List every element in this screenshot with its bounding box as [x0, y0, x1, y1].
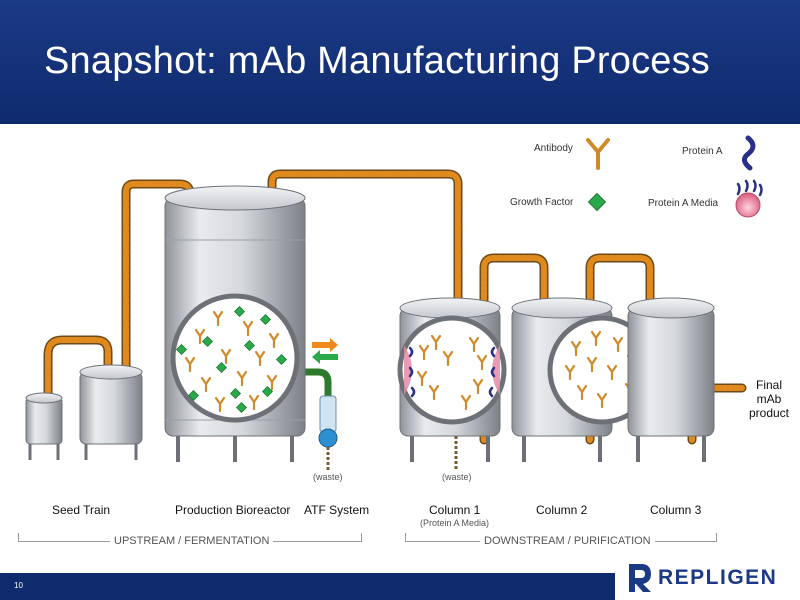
- pipe-atf: [296, 368, 332, 404]
- seed-train-tanks: [25, 364, 143, 460]
- process-diagram: [25, 135, 763, 470]
- stage-column-1: Column 1: [429, 503, 481, 517]
- atf-waste-label: (waste): [313, 472, 343, 482]
- brand-name: REPLIGEN: [658, 566, 778, 589]
- growth-factor-legend-icon: [587, 192, 607, 212]
- column1-waste-label: (waste): [442, 472, 472, 482]
- title-bar: [0, 0, 800, 124]
- legend-protein-a-media-label: Protein A Media: [648, 198, 719, 209]
- atf-arrow-left: [312, 350, 338, 364]
- stage-atf-system: ATF System: [304, 503, 370, 517]
- antibody-legend-icon: [586, 138, 610, 170]
- growth-factor-marks: [175, 305, 288, 414]
- stage-column-3: Column 3: [650, 503, 702, 517]
- protein-a-media-legend-icon: [735, 179, 763, 218]
- stage-column-1-media: (Protein A Media): [420, 518, 490, 528]
- column1-contents: [416, 334, 488, 411]
- legend: [586, 135, 763, 218]
- bioreactor-contents: [175, 305, 288, 414]
- protein-a-marks: [408, 346, 496, 398]
- legend-antibody-label: Antibody: [534, 143, 573, 154]
- upstream-section-label: UPSTREAM / FERMENTATION: [110, 535, 274, 547]
- final-product-label: Final mAb product: [748, 378, 790, 420]
- atf-arrow-right: [312, 338, 338, 352]
- production-bioreactor: [164, 185, 306, 462]
- repligen-logo-icon: [629, 564, 651, 592]
- stage-column-2: Column 2: [536, 503, 588, 517]
- legend-growth-factor-label: Growth Factor: [510, 197, 574, 208]
- downstream-section-label: DOWNSTREAM / PURIFICATION: [480, 535, 655, 547]
- atf-system: [312, 338, 338, 470]
- slide-title: Snapshot: mAb Manufacturing Process: [44, 40, 711, 82]
- antibody-marks: [184, 310, 280, 413]
- stage-seed-train: Seed Train: [52, 503, 111, 517]
- column-3: [627, 297, 715, 462]
- protein-a-legend-icon: [742, 135, 756, 171]
- stage-production-bioreactor: Production Bioreactor: [175, 503, 291, 517]
- column-1: [397, 297, 507, 470]
- legend-protein-a-label: Protein A: [682, 146, 723, 157]
- footer-bar: [0, 573, 615, 600]
- slide-number: 10: [14, 581, 23, 590]
